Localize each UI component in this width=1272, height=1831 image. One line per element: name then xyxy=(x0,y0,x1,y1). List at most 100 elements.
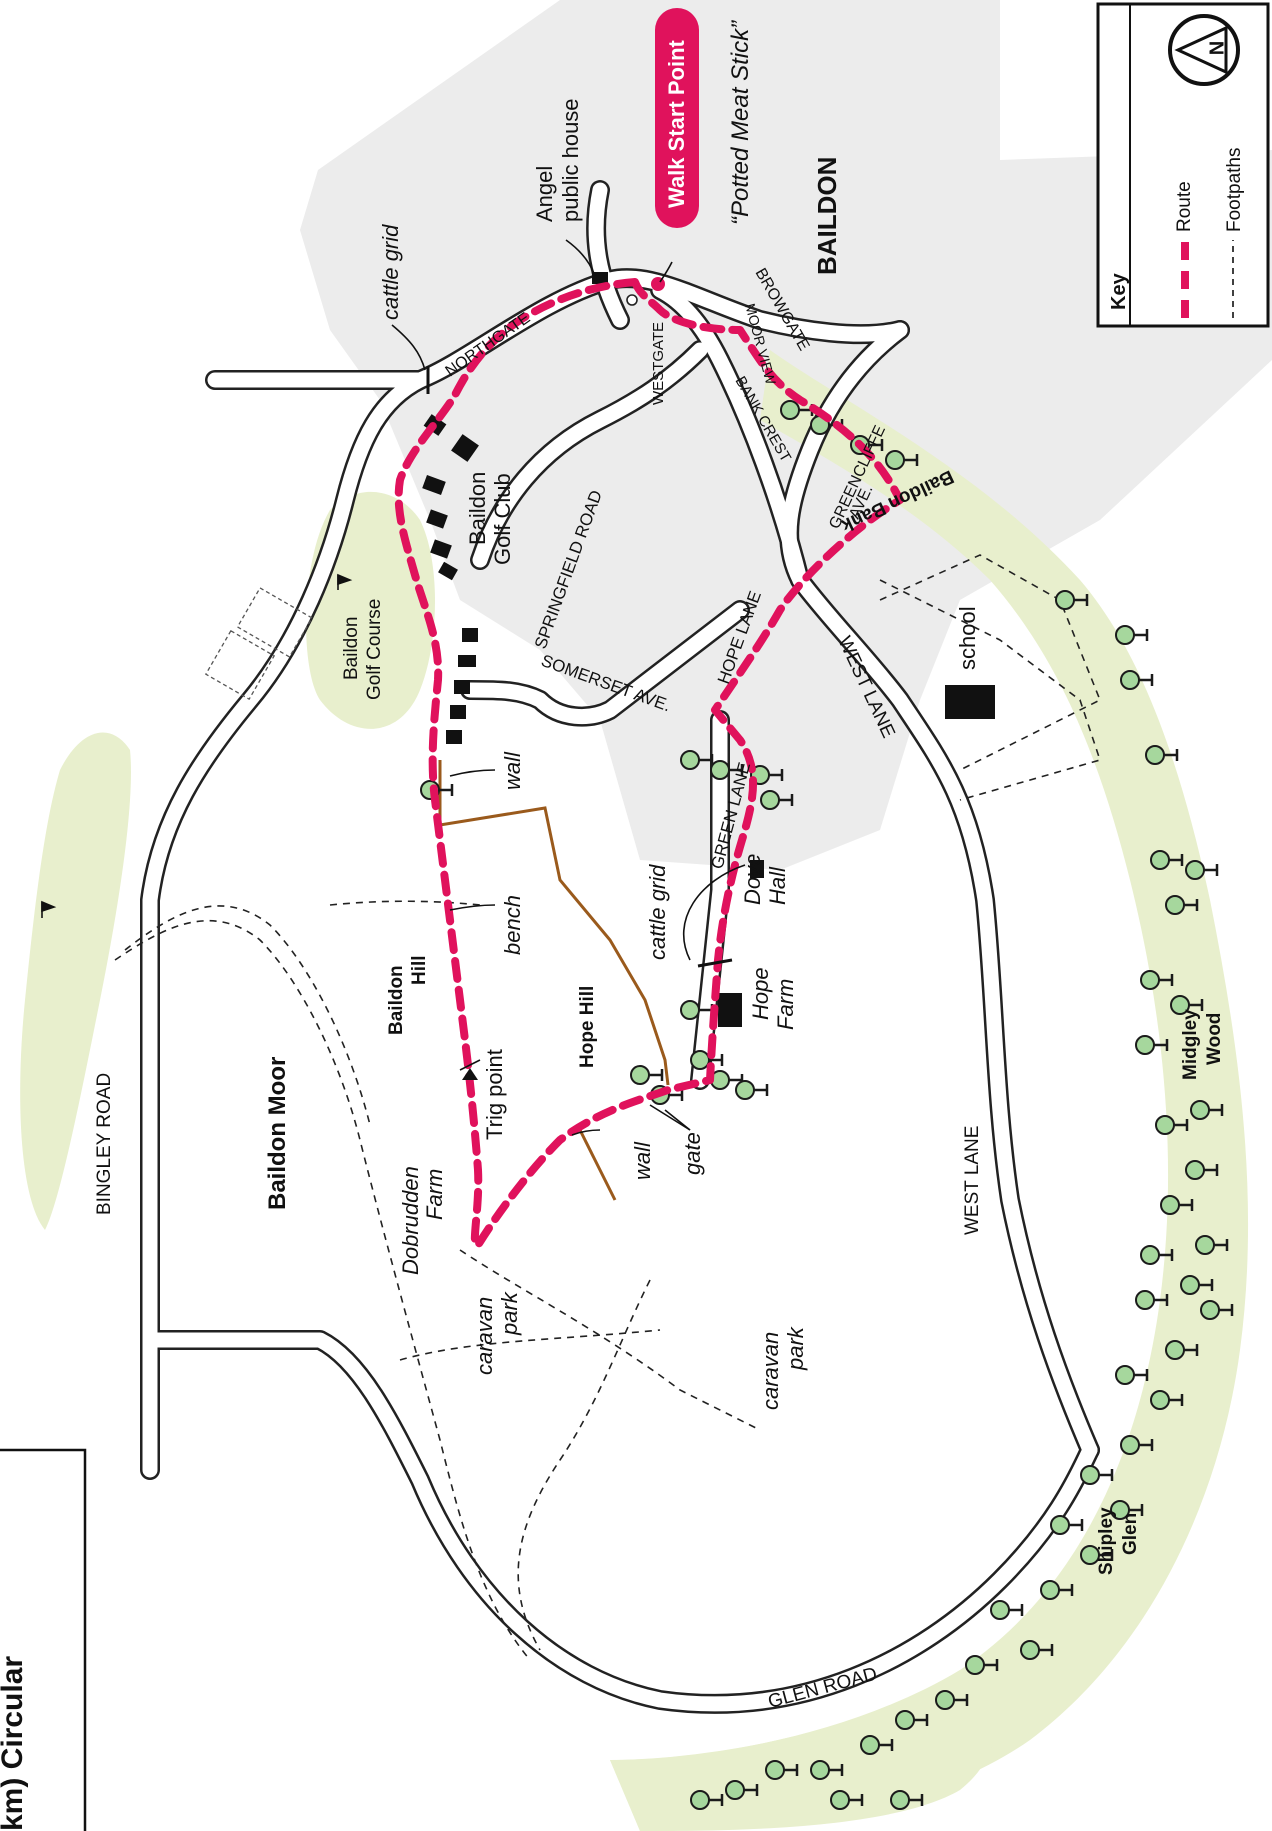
tree-icon xyxy=(690,1790,724,1810)
golf-course-label-2: Golf Course xyxy=(364,599,385,700)
tree-icon xyxy=(1195,1235,1229,1255)
tree-icon xyxy=(1110,1500,1144,1520)
road-westgate: WESTGATE xyxy=(650,322,667,405)
golf-course-plots xyxy=(204,587,313,701)
school-label: school xyxy=(955,606,980,670)
walk-route xyxy=(394,278,904,1250)
caravan-park-1-label-1: caravan xyxy=(472,1297,497,1375)
north-letter: N xyxy=(1206,41,1228,55)
roundabout xyxy=(626,294,638,306)
tree-icon xyxy=(765,1760,799,1780)
tree-icon xyxy=(1080,1465,1114,1485)
tree-icon xyxy=(1115,625,1149,645)
golf-course-label-1: Baildon xyxy=(341,617,362,680)
angel-label-2: public house xyxy=(558,98,583,222)
tree-icon xyxy=(1200,1300,1234,1320)
tree-icon xyxy=(1190,1100,1224,1120)
pub-name-label: “Potted Meat Stick” xyxy=(727,20,754,225)
key-title: Key xyxy=(1108,272,1130,310)
walk-start-label: Walk Start Point xyxy=(664,39,689,208)
tree-icon xyxy=(1165,895,1199,915)
tree-icon xyxy=(810,1760,844,1780)
caravan-park-1-label-2: park xyxy=(497,1291,522,1336)
gate-label: gate xyxy=(680,1132,705,1175)
tree-icon xyxy=(965,1655,999,1675)
buildings xyxy=(422,272,995,1027)
dobrudden-label-1: Dobrudden xyxy=(398,1166,423,1275)
tree-icon xyxy=(1170,995,1204,1015)
tree-icon xyxy=(760,790,794,810)
midgley-wood-label-1: Midgley xyxy=(1180,1009,1201,1080)
tree-icon xyxy=(935,1690,969,1710)
tree-icon xyxy=(735,1080,769,1100)
walk-start-pill[interactable]: Walk Start Point xyxy=(655,8,699,228)
tree-icon xyxy=(1135,1290,1169,1310)
map-key: Key Route Footpaths N xyxy=(1096,2,1270,328)
bench-label: bench xyxy=(500,895,525,955)
trig-point-icon xyxy=(462,1068,478,1080)
caravan-park-2-label-2: park xyxy=(783,1326,808,1371)
tree-icon xyxy=(1150,850,1184,870)
tree-icon xyxy=(1040,1580,1074,1600)
midgley-wood-label-2: Wood xyxy=(1204,1013,1225,1065)
tree-icon xyxy=(1055,590,1089,610)
tree-icon xyxy=(710,760,744,780)
key-route-label: Route xyxy=(1174,181,1195,232)
dove-hall-label-2: Hall xyxy=(765,866,790,905)
flag-icons xyxy=(41,573,353,918)
tree-icon xyxy=(890,1790,924,1810)
baildon-town-label: BAILDON xyxy=(812,157,842,275)
tree-icon xyxy=(630,1065,664,1085)
dobrudden-label-2: Farm xyxy=(422,1169,447,1220)
tree-icon xyxy=(1150,1390,1184,1410)
baildon-hill-label-2: Hill xyxy=(409,955,430,985)
hope-farm-label-1: Hope xyxy=(748,967,773,1020)
hope-farm-label-2: Farm xyxy=(773,979,798,1030)
baildon-bank-green xyxy=(610,350,1249,1831)
tree-icon xyxy=(1185,860,1219,880)
wall-label-2: wall xyxy=(630,1141,655,1180)
tree-icon xyxy=(830,1790,864,1810)
road-glen: GLEN ROAD xyxy=(766,1664,880,1713)
tree-icon xyxy=(1080,1545,1114,1565)
tree-icon xyxy=(1135,1035,1169,1055)
west-moor-green xyxy=(20,732,131,1230)
walk-start-dot xyxy=(651,277,665,291)
dove-hall-label-1: Dove xyxy=(740,854,765,905)
golf-club-label-1: Baildon xyxy=(465,472,490,545)
footpaths xyxy=(114,579,1102,1661)
cattle-grid-label-1: cattle grid xyxy=(378,224,403,320)
tree-icon xyxy=(885,450,919,470)
road-network xyxy=(139,180,1100,1714)
tree-icon xyxy=(895,1710,929,1730)
road-west-lane-2: WEST LANE xyxy=(962,1126,983,1235)
tree-icon xyxy=(725,1780,759,1800)
baildon-moor-label: Baildon Moor xyxy=(264,1057,291,1210)
cattle-grid-label-2: cattle grid xyxy=(645,864,670,960)
tree-icon xyxy=(1185,1160,1219,1180)
tree-icon xyxy=(990,1600,1024,1620)
tree-icon xyxy=(1120,1435,1154,1455)
tree-icon xyxy=(1180,1275,1214,1295)
tree-icon xyxy=(1160,1195,1194,1215)
north-arrow-icon: N xyxy=(1168,14,1240,86)
golf-club-label-2: Golf Club xyxy=(490,473,515,565)
road-bingley: BINGLEY ROAD xyxy=(94,1073,115,1215)
angel-label-1: Angel xyxy=(532,166,557,222)
walls xyxy=(438,760,670,1201)
trig-point-label: Trig point xyxy=(482,1049,507,1140)
tree-icon xyxy=(1155,1115,1189,1135)
key-footpaths-label: Footpaths xyxy=(1224,148,1245,233)
shipley-glen-label-2: Glen xyxy=(1120,1513,1141,1555)
tree-icon xyxy=(860,1735,894,1755)
pointer-arrows xyxy=(391,239,746,1136)
title-box xyxy=(0,1448,87,1831)
tree-icon xyxy=(1165,1340,1199,1360)
tree-icon xyxy=(1145,745,1179,765)
baildon-hill-label-1: Baildon xyxy=(386,965,407,1035)
tree-icon xyxy=(1115,1365,1149,1385)
tree-icon xyxy=(690,1050,724,1070)
wall-label-1: wall xyxy=(500,751,525,790)
tree-icon xyxy=(1050,1515,1084,1535)
